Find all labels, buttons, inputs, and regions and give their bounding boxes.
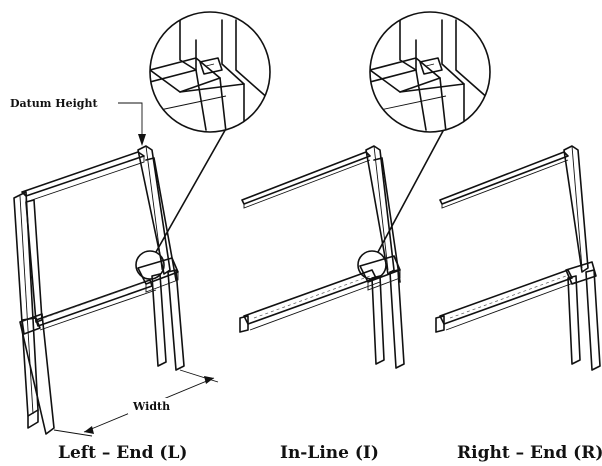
label-in-line: In-Line (I) (280, 443, 379, 463)
datum-height-annotation: Datum Height (10, 97, 146, 146)
in-line-frame (239, 117, 451, 369)
junction-circle-left (135, 250, 165, 280)
datum-height-label: Datum Height (10, 97, 98, 110)
right-end-frame (435, 145, 601, 371)
label-right-end: Right – End (R) (457, 443, 602, 463)
detail-zoom-inline (369, 11, 491, 133)
width-dimension: Width (53, 369, 219, 437)
left-end-frame (13, 117, 233, 435)
junction-circle-inline (357, 250, 387, 280)
detail-zoom-left (149, 11, 271, 133)
width-label: Width (132, 400, 170, 413)
label-left-end: Left – End (L) (58, 443, 187, 463)
